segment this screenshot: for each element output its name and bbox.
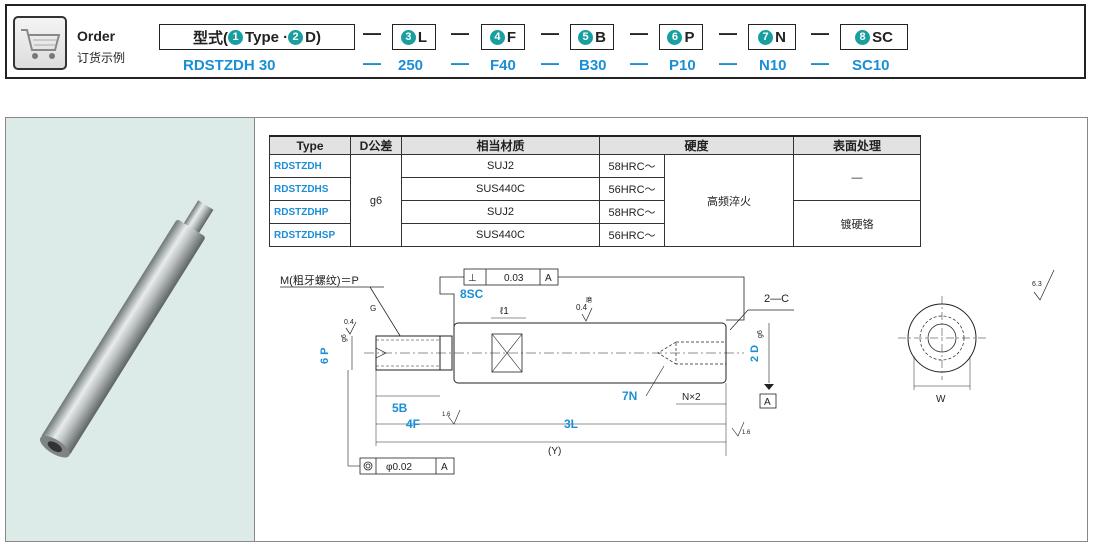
table-row: RDSTZDH g6 SUJ2 58HRC～ 高频淬火 — [269, 154, 921, 247]
perp-value: 0.03 [504, 273, 524, 284]
value-p: P10 [669, 57, 696, 74]
chamfer-label: 2—C [764, 293, 789, 305]
circle-number-icon: 1 [228, 29, 244, 45]
concentricity-icon [363, 461, 373, 471]
l1-label: ℓ1 [500, 306, 509, 317]
value-dash: — [630, 53, 648, 73]
separator-dash: — [451, 23, 469, 43]
material-cell: SUS440C [401, 177, 600, 201]
value-type-d: RDSTZDH 30 [183, 57, 276, 74]
circle-number-icon: 7 [758, 29, 774, 45]
value-dash: — [363, 53, 381, 73]
w-label: W [936, 394, 946, 405]
separator-dash: — [811, 23, 829, 43]
thread-label: M(粗牙螺纹)＝P [280, 273, 359, 287]
circle-number-icon: 3 [400, 29, 416, 45]
circle-number-icon: 6 [667, 29, 683, 45]
type-cell: RDSTZDHS [269, 177, 351, 201]
hardening-cell: 高频淬火 [664, 154, 794, 247]
material-cell: SUJ2 [401, 154, 600, 178]
l-label: 3L [564, 417, 578, 431]
code-type-d: 型式( 1 Type · 2 D) [159, 24, 355, 50]
y-label: (Y) [548, 446, 561, 457]
value-dash: — [541, 53, 559, 73]
f-label: 4F [406, 417, 420, 431]
g-label: G [370, 304, 376, 313]
circle-number-icon: 2 [288, 29, 304, 45]
d-label: 2 D [749, 345, 761, 362]
p-tolerance: g6 [341, 334, 348, 342]
table-row: RDSTZDHS SUS440C 56HRC～ [269, 177, 921, 201]
value-n: N10 [759, 57, 787, 74]
header-type: Type [269, 135, 351, 155]
perp-datum: A [545, 273, 552, 284]
p-label: 6 P [319, 347, 331, 364]
circle-number-icon: 4 [489, 29, 505, 45]
value-b: B30 [579, 57, 607, 74]
order-title: Order [77, 28, 116, 44]
header-material: 相当材质 [401, 135, 600, 155]
conc-value: φ0.02 [386, 462, 412, 473]
surface-none-cell: — [793, 154, 921, 201]
circle-number-icon: 8 [855, 29, 871, 45]
type-cell: RDSTZDHP [269, 200, 351, 224]
n-label: 7N [622, 389, 637, 403]
material-cell: SUS440C [401, 223, 600, 247]
spec-table: Type D公差 相当材质 硬度 表面处理 RDSTZDH g6 SUJ2 58… [269, 135, 921, 247]
d-tolerance: g6 [757, 330, 764, 338]
conc-datum: A [441, 462, 448, 473]
header-surface: 表面处理 [793, 135, 921, 155]
value-f: F40 [490, 57, 516, 74]
surface-plated-cell: 镀硬铬 [793, 200, 921, 247]
header-d-tolerance: D公差 [350, 135, 402, 155]
separator-dash: — [719, 23, 737, 43]
order-subtitle: 订货示例 [77, 51, 126, 65]
type-cell: RDSTZDHSP [269, 223, 351, 247]
shaft-photo-image [39, 200, 214, 458]
roughness-16-right: 1.6 [742, 430, 751, 436]
table-row: RDSTZDHP SUJ2 58HRC～ 镀硬铬 [269, 200, 921, 247]
perpendicular-icon: ⊥ [468, 273, 477, 284]
value-l: 250 [398, 57, 424, 74]
tolerance-cell: g6 [350, 154, 402, 247]
type-cell: RDSTZDH [269, 154, 351, 178]
value-dash: — [811, 53, 829, 73]
roughness-16: 1.6 [442, 412, 451, 418]
hrc-cell: 58HRC～ [599, 154, 665, 178]
value-dash: — [719, 53, 737, 73]
b-label: 5B [392, 401, 408, 415]
value-sc: SC10 [852, 57, 890, 74]
grind-mark: 磨 [586, 296, 592, 304]
roughness-63: 6.3 [1032, 281, 1042, 288]
header-hardness: 硬度 [599, 135, 794, 155]
value-dash: — [451, 53, 469, 73]
separator-dash: — [630, 23, 648, 43]
n-times-2: N×2 [682, 392, 701, 403]
separator-dash: — [541, 23, 559, 43]
sc-label: 8SC [460, 287, 484, 301]
hrc-cell: 56HRC～ [599, 177, 665, 201]
material-cell: SUJ2 [401, 200, 600, 224]
datum-a: A [764, 397, 771, 408]
separator-dash: — [363, 23, 381, 43]
hrc-cell: 58HRC～ [599, 200, 665, 224]
table-row: RDSTZDHSP SUS440C 56HRC～ [269, 223, 921, 247]
roughness-04: 0.4 [576, 303, 588, 312]
circle-number-icon: 5 [578, 29, 594, 45]
product-spec-panel: Type D公差 相当材质 硬度 表面处理 RDSTZDH g6 SUJ2 58… [5, 117, 1088, 542]
shopping-cart-icon [13, 16, 67, 70]
technical-drawing: M(粗牙螺纹)＝P ⊥ 0.03 A 8SC ℓ1 0.4 磨 2—C G 0.… [280, 268, 1055, 475]
product-photo [6, 118, 255, 541]
hrc-cell: 56HRC～ [599, 223, 665, 247]
roughness-04-thread: 0.4 [344, 319, 354, 326]
